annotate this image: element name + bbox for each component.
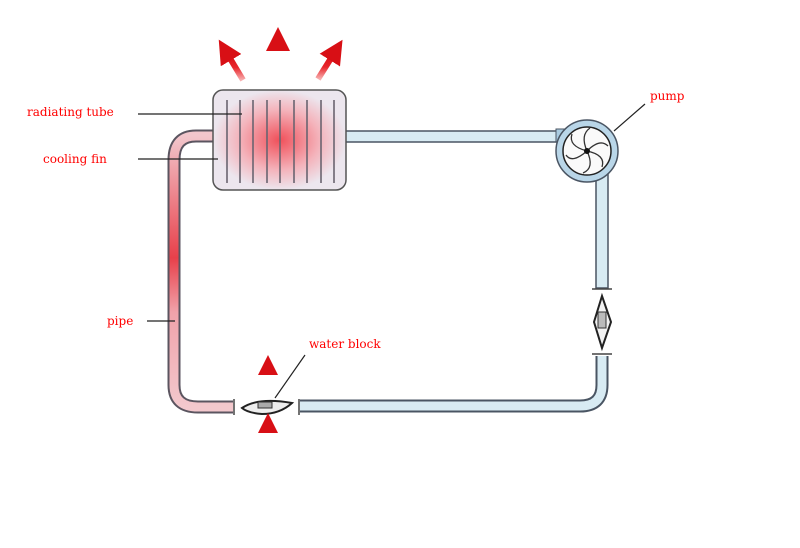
label-pump: pump	[650, 89, 685, 103]
heat-arrow-left-icon	[218, 39, 246, 82]
bottom-pipe	[300, 356, 609, 413]
right-pipe-upper	[595, 171, 609, 289]
heat-arrow-right-icon	[315, 39, 343, 81]
heat-arrows	[218, 27, 343, 82]
top-pipe	[343, 130, 559, 143]
water-block	[240, 399, 295, 416]
label-cooling-fin: cooling fin	[43, 152, 107, 166]
inline-flow-component	[592, 292, 613, 352]
radiator	[212, 89, 347, 191]
label-pipe: pipe	[107, 314, 134, 328]
leader-lines	[138, 103, 646, 399]
label-water-block: water block	[309, 337, 381, 351]
pump	[555, 119, 619, 183]
label-radiating-tube: radiating tube	[27, 105, 114, 119]
